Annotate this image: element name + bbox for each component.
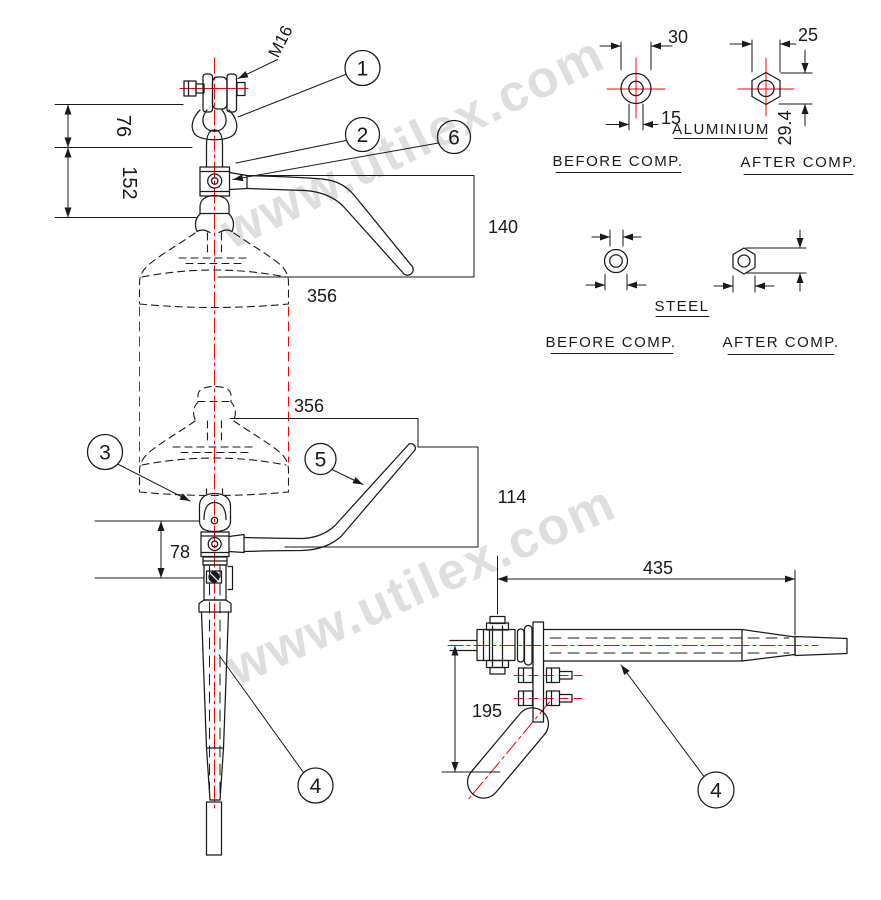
jumper-bolt2-nut-left [517,690,534,707]
dim-box-114 [284,446,479,548]
dim-line-356-mid [229,418,419,448]
compression-aluminium-views: 30 15 25 29.4 ALUMINIUM BEFORE COMP. AFT… [552,25,857,175]
top-shackle-assembly [183,73,248,234]
alu-after-label: AFTER COMP. [740,154,857,171]
jumper-paddle-centerline [466,701,550,802]
jumper-terminal-plate [532,621,545,723]
clamp-flange [228,171,248,191]
dim-29-4: 29.4 [775,110,795,145]
bottom-arcing-horn [243,443,416,553]
insulator-disc-top [138,232,290,309]
clip-housing [205,570,223,584]
callout-bubble-2 [344,116,381,153]
compression-steel-views: STEEL BEFORE COMP. AFTER COMP. [545,229,839,355]
callout-bubble-4-right [697,771,735,809]
steel-after-label: AFTER COMP. [722,334,839,351]
watermark-layer: www.utilex.com www.utilex.com [211,25,625,698]
socket-clamp-assembly [198,488,245,558]
bolt-shank [195,83,205,94]
callout-5: 5 [315,449,327,472]
centerlines [139,57,819,813]
top-arcing-horn [246,174,414,276]
top-horn-upper-edge [246,174,412,266]
dim-box-140 [217,175,475,278]
shackle-bow-outer [191,109,238,141]
jumper-bolt2-nut-right [545,690,561,707]
socket-eye-body [198,492,232,533]
callout-1: 1 [357,58,369,81]
callout-6: 6 [448,127,460,150]
shackle-bow-inner [202,109,227,132]
dim-435: 435 [643,558,673,578]
callout-2: 2 [357,124,369,147]
socket-eye-pin [210,516,219,525]
dim-140: 140 [488,217,518,237]
clevis-center-eye [211,76,228,110]
dim-76: 76 [112,115,134,137]
callout-bubble-5 [304,442,337,476]
steel-after-hole [737,254,751,268]
clip-bracket [227,565,234,591]
jumper-bolt1-nut-left [517,667,534,684]
dim-78: 78 [170,542,190,562]
steel-before-inner [609,254,623,268]
dim-152: 152 [118,166,140,199]
dim-15: 15 [661,108,681,128]
alu-before-inner [628,80,644,97]
alu-before-outer [620,72,652,105]
insulator-cap [194,194,235,233]
watermark-text-top: www.utilex.com [211,25,614,261]
deadend-barrel-horizontal [542,628,743,662]
alu-after-hole [757,79,775,98]
insulator-disc-bottom [138,385,290,497]
clamp-bolt-hole [207,173,223,189]
washer-large [523,624,533,666]
socket-eye-slot [203,501,227,521]
bolt-size-label: M16 [265,22,297,60]
clevis-bolt-nut [485,659,510,669]
dim-114: 114 [498,487,527,507]
ball-eye-link [205,129,224,168]
callout-bubble-6 [436,119,472,155]
clevis-plate-right [226,73,238,113]
insulator-cap-rim [196,229,233,234]
callout-4-left: 4 [310,775,322,798]
deadend-detail-horizontal [449,615,848,799]
aluminium-label: ALUMINIUM [672,121,770,138]
bottom-horn-upper-edge [243,443,410,540]
top-horn-lower-edge [246,187,405,275]
compression-deadend-vertical [198,556,234,856]
jumper-paddle [466,707,550,799]
deadend-flare [198,599,232,613]
top-horn-tip [403,264,414,276]
bolt-nut [236,81,246,97]
conductor-bottom [205,801,223,856]
conductor-right [794,635,848,657]
callout-bubble-4-left [297,767,334,804]
callout-bubble-3 [86,433,124,471]
callout-bubble-1 [344,49,381,87]
steel-before-outer [603,248,629,274]
dim-356-mid: 356 [294,396,324,416]
jumper-bolt1-nut-right [545,667,561,684]
lower-clamp-flange [228,533,245,554]
bottom-horn-lower-edge [243,449,416,553]
steel-label: STEEL [654,298,709,315]
callouts: 1 2 6 3 5 4 4 M16 [86,22,735,809]
alu-before-label: BEFORE COMP. [552,153,683,170]
steel-before-label: BEFORE COMP. [545,334,676,351]
dim-195: 195 [472,701,502,721]
callout-3: 3 [99,442,111,465]
dim-356-top: 356 [307,286,337,306]
alu-after-hex [751,71,781,106]
lower-clamp-bolt [207,536,222,552]
callout-4-right: 4 [710,780,722,803]
bottom-horn-tip [408,443,416,451]
steel-after-hex [732,247,756,275]
dim-25: 25 [798,25,818,45]
watermark-text-bottom: www.utilex.com [217,474,624,698]
dim-30: 30 [668,27,688,47]
dimensions: 76 152 140 356 356 114 78 435 195 [54,104,796,773]
